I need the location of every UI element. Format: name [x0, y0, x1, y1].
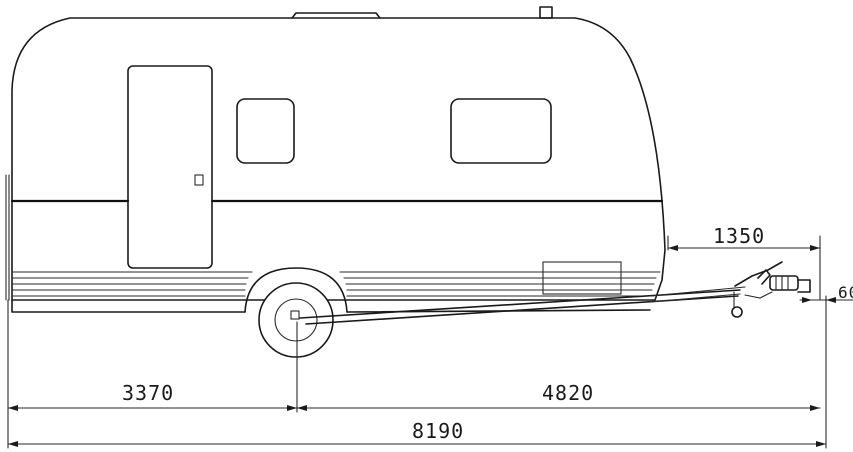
jockey-wheel: [731, 291, 743, 318]
dim-drawbar-length: 1350: [713, 224, 765, 248]
locker-hatch: [542, 261, 622, 295]
coupling-head: [734, 261, 811, 299]
caravan-body: [5, 6, 666, 301]
roof-chimney: [539, 6, 553, 19]
dim-rear-to-axle: 3370: [122, 381, 174, 405]
dim-overall-length: 8190: [412, 419, 464, 443]
side-window-small: [236, 98, 295, 164]
side-window-large: [450, 98, 552, 164]
wheel-arch: [244, 267, 348, 313]
wheel: [258, 282, 334, 358]
rear-bumper: [5, 174, 10, 301]
door-handle: [194, 174, 204, 186]
dim-axle-to-coupling: 4820: [542, 381, 594, 405]
drawbar: [299, 286, 746, 325]
dim-coupling-extension: 60: [838, 283, 853, 302]
entry-door: [127, 65, 213, 269]
dimension-lines: [7, 235, 853, 449]
skirt-stripes: [11, 261, 661, 297]
roof-vent: [291, 12, 381, 19]
